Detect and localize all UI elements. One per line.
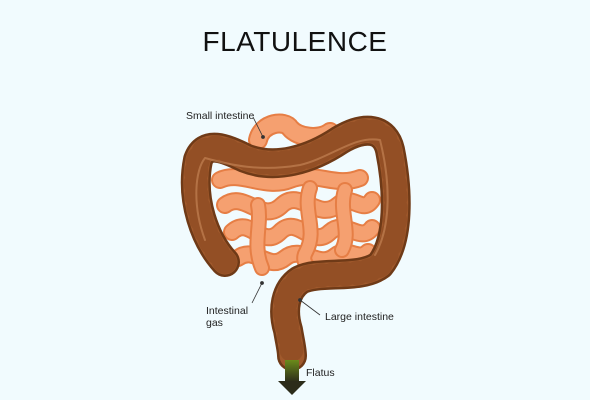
- diagram-title: FLATULENCE: [202, 26, 388, 57]
- leader-lines: [251, 116, 321, 316]
- small-intestine: [211, 113, 381, 279]
- label-intestinal-gas: Intestinal gas: [206, 305, 248, 329]
- label-intestinal-gas-line2: gas: [206, 317, 223, 329]
- flatus-arrow-icon: [278, 360, 306, 395]
- label-intestinal-gas-line1: Intestinal: [206, 305, 249, 317]
- label-flatus: Flatus: [306, 367, 335, 379]
- label-small-intestine: Small intestine: [186, 110, 255, 122]
- large-intestine: [180, 115, 411, 371]
- label-large-intestine: Large intestine: [325, 311, 394, 323]
